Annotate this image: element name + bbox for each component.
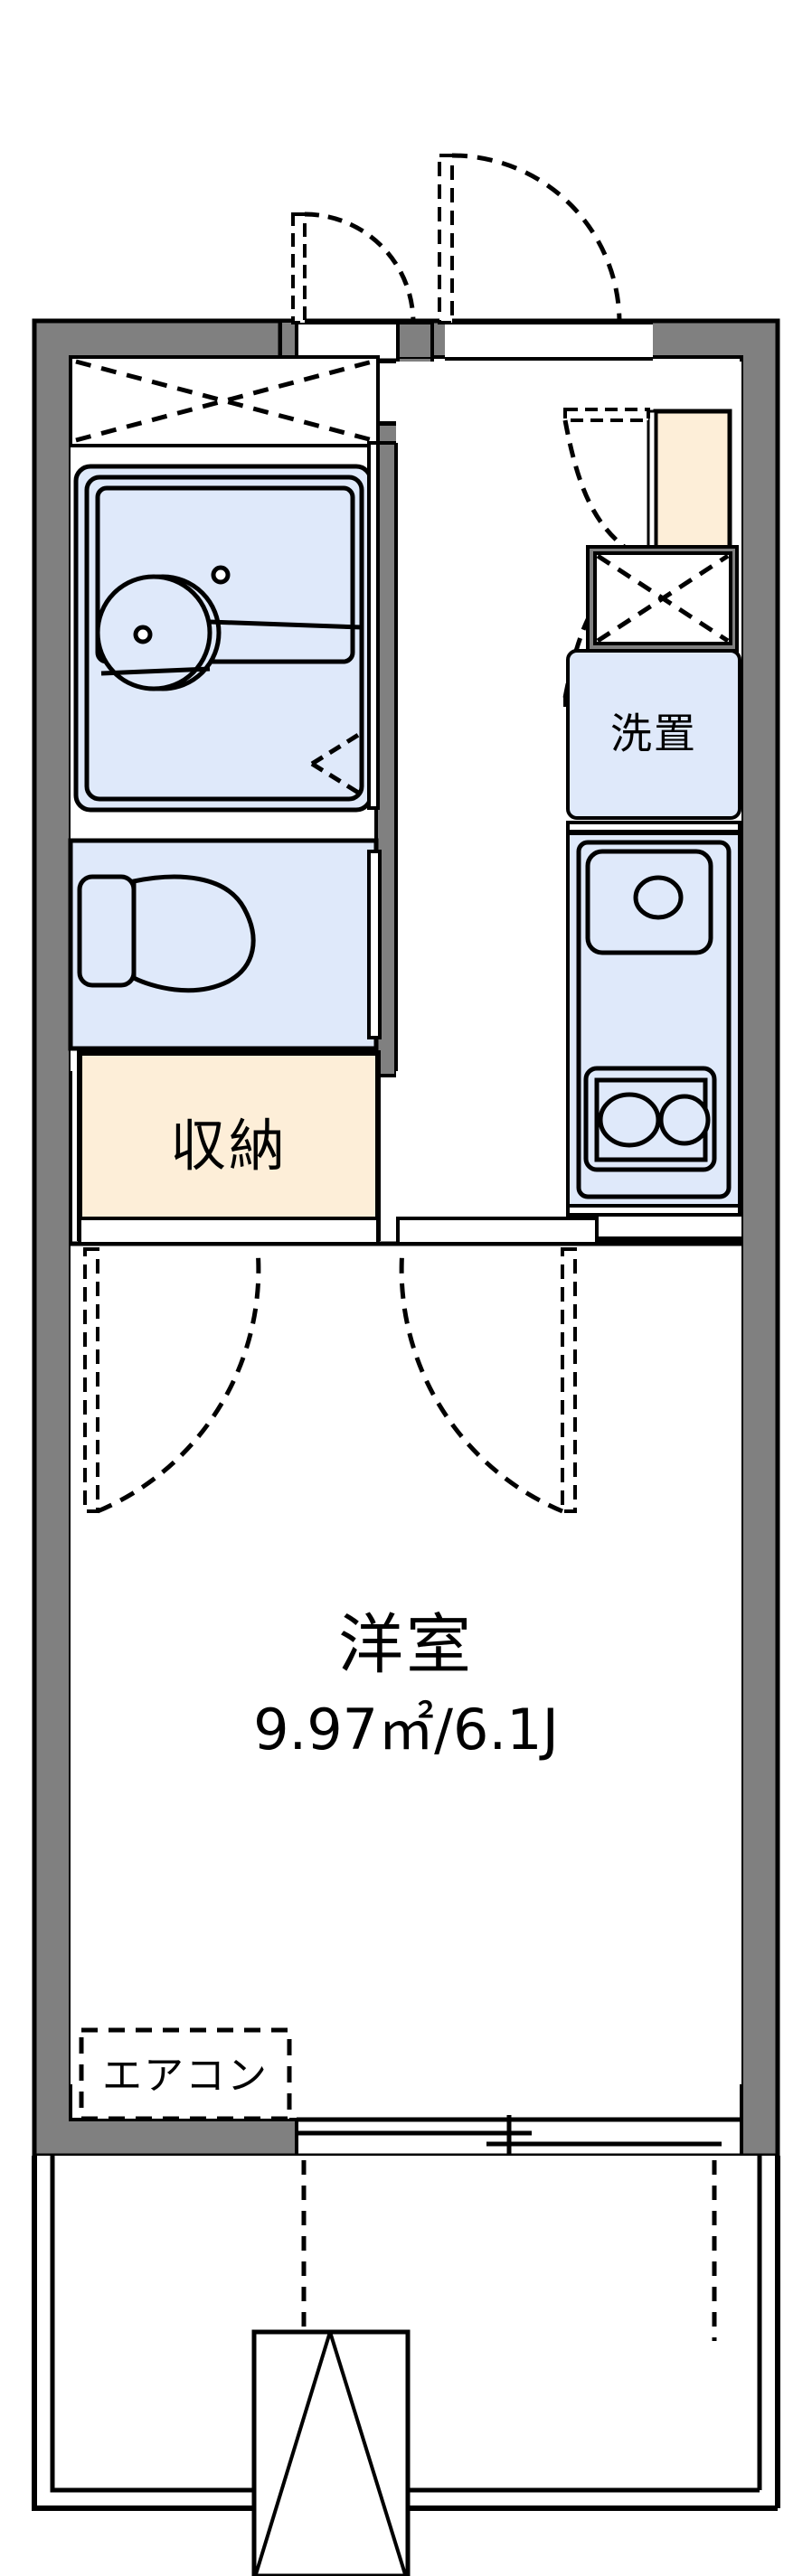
balcony (32, 2156, 780, 2576)
closet: 収納 (77, 1050, 381, 1241)
sink-drain-icon (633, 875, 684, 920)
washer-space: 洗置 (566, 649, 741, 820)
entrance-door-opening (445, 323, 653, 359)
burner-left-icon (598, 1092, 661, 1148)
toilet-bowl (131, 874, 256, 993)
toilet-room (68, 838, 382, 1051)
washer-space-label: 洗置 (610, 710, 697, 758)
bathtub-drain-icon (211, 565, 231, 585)
aircon-box: エアコン (79, 2027, 292, 2121)
closet-label: 収納 (170, 1113, 288, 1179)
entrance-door[interactable] (438, 153, 622, 324)
kitchen-sink (585, 849, 713, 955)
room-area-label: 9.97㎡/6.1J (253, 1697, 559, 1763)
balcony-rail-unit (251, 2329, 411, 2576)
shower-corner-icon (310, 731, 362, 796)
room-door-opening-left (78, 1217, 380, 1246)
burner-right-icon (658, 1094, 711, 1146)
washbasin (95, 574, 363, 691)
room-door-right[interactable] (399, 1247, 577, 1514)
overhead-storage-kitchen (586, 545, 739, 653)
washbasin-drain-icon (133, 625, 153, 644)
gas-stove (583, 1066, 717, 1172)
toilet-door-panel[interactable] (367, 850, 382, 1039)
room-name-label: 洋室 (338, 1607, 474, 1683)
bath-door-panel[interactable] (367, 441, 380, 810)
aircon-label: エアコン (102, 2053, 269, 2099)
room-door-left[interactable] (83, 1247, 261, 1514)
meter-box-door[interactable] (291, 212, 416, 324)
kitchen-unit (566, 821, 741, 1217)
western-room: 洋室 9.97㎡/6.1J エアコン (71, 1217, 741, 2121)
toilet-tank (77, 874, 137, 988)
room-door-opening-right (396, 1217, 599, 1246)
toilet (77, 874, 256, 993)
